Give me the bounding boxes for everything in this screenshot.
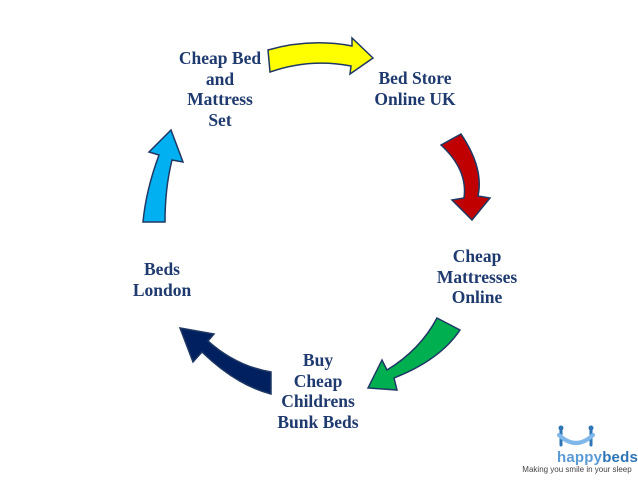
logo-word-beds: beds xyxy=(602,449,638,466)
node-cheap-mattresses-online: Cheap Mattresses Online xyxy=(436,246,518,307)
logo-tagline: Making you smile in your sleep xyxy=(522,465,632,474)
node-bed-store-online-uk: Bed Store Online UK xyxy=(374,68,456,109)
arrow-navy xyxy=(178,327,272,395)
node-cheap-bed-and-mattress-set: Cheap Bed and Mattress Set xyxy=(178,48,262,130)
node-beds-london: Beds London xyxy=(132,259,192,300)
node-buy-cheap-childrens-bunk-beds: Buy Cheap Childrens Bunk Beds xyxy=(277,350,359,432)
arrow-red xyxy=(439,133,492,222)
logo-wordmark: happybeds xyxy=(557,450,638,465)
happybeds-logo-icon xyxy=(557,425,595,447)
arrow-green xyxy=(366,316,462,391)
arrow-yellow xyxy=(267,36,375,76)
logo-word-happy: happy xyxy=(557,449,603,466)
arrow-lightblue xyxy=(142,128,185,223)
